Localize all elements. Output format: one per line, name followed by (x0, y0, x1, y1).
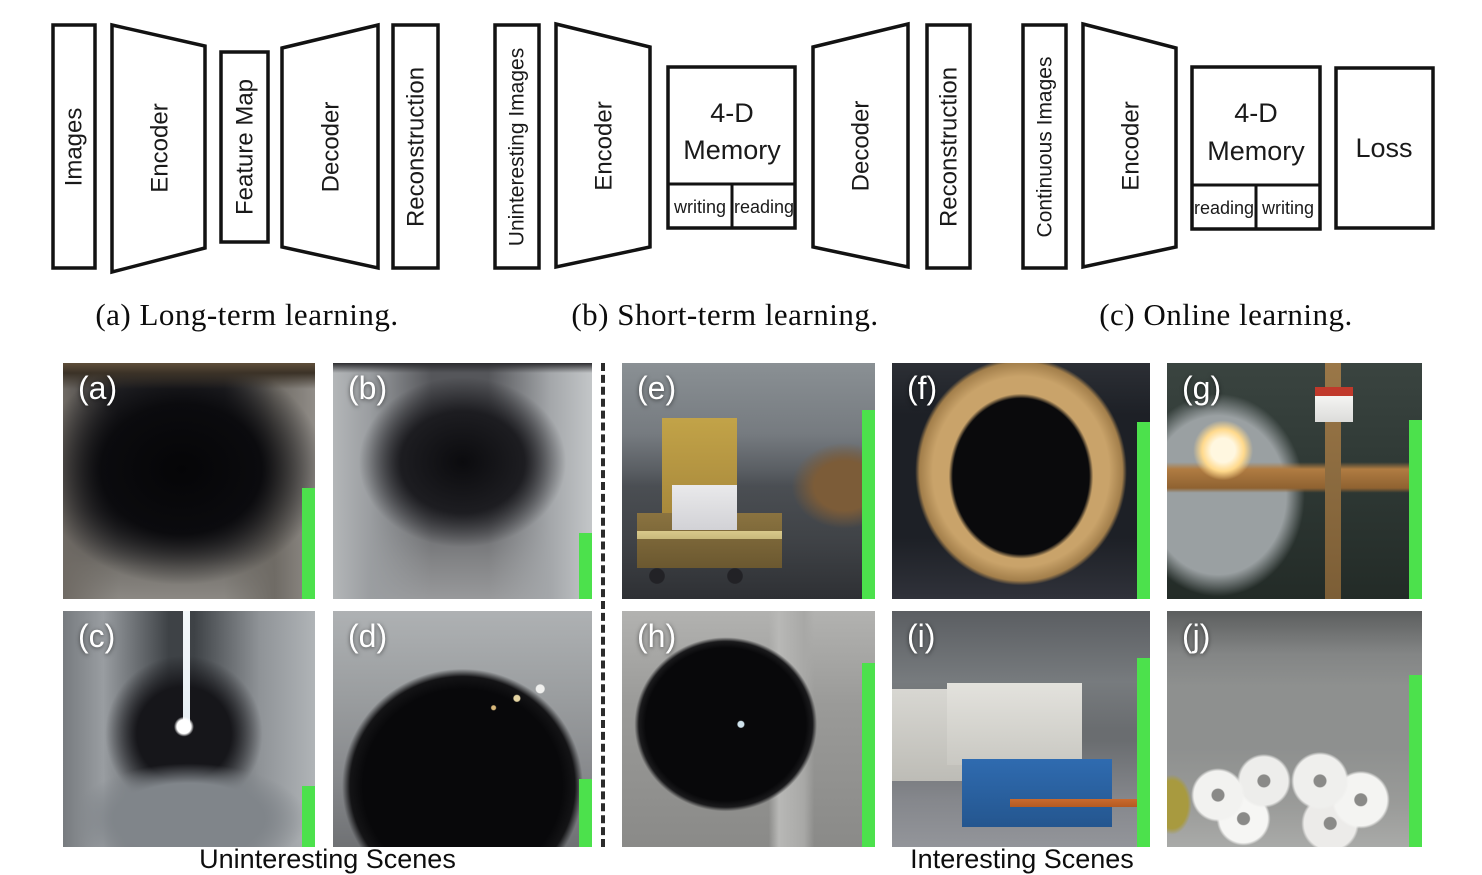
encoder-trapezoid (554, 21, 652, 270)
continuous-images-box (1021, 23, 1068, 270)
interestingness-bar (1409, 674, 1422, 847)
scene-photo-d: (d) (333, 611, 592, 847)
memory-writing-cell: writing (673, 197, 726, 217)
tile-label: (e) (637, 370, 677, 406)
scene-photo-f: (f) (892, 363, 1150, 599)
encoder-trapezoid (110, 22, 207, 275)
scene-photo-g: (g) (1167, 363, 1422, 599)
diagram-online-learning: Continuous Images Encoder 4-D Memory rea… (1021, 21, 1435, 332)
memory-writing-cell: writing (1261, 198, 1314, 218)
scene-photo-a: (a) (63, 363, 315, 599)
memory-reading-cell: reading (734, 197, 794, 217)
scene-photo-i: (i) (892, 611, 1150, 847)
diagram-short-term-learning: Uninteresting Images Encoder 4-D Memory … (493, 21, 972, 332)
uninteresting-images-label: Uninteresting Images (506, 48, 529, 246)
caption-long-term: (a) Long-term learning. (95, 297, 398, 332)
memory-title-line2: Memory (1207, 136, 1305, 166)
memory-title-line1: 4-D (710, 98, 754, 128)
interestingness-bar (302, 785, 315, 847)
uninteresting-scenes-caption: Uninteresting Scenes (199, 844, 456, 874)
reconstruction-box (391, 23, 440, 270)
feature-map-label: Feature Map (232, 79, 259, 215)
tile-label: (i) (907, 618, 936, 654)
decoder-label: Decoder (848, 101, 875, 192)
diagram-long-term-learning: Images Encoder Feature Map Decoder Recon… (51, 22, 440, 332)
images-box (51, 23, 97, 270)
memory-title-line2: Memory (683, 135, 781, 165)
architecture-diagrams: Images Encoder Feature Map Decoder Recon… (51, 21, 1435, 332)
uninteresting-images-box (493, 23, 541, 270)
reconstruction-label: Reconstruction (936, 67, 963, 227)
scene-photo-e: (e) (622, 363, 875, 599)
tile-label: (f) (907, 370, 938, 406)
memory-reading-cell: reading (1194, 198, 1254, 218)
interestingness-bar (1409, 419, 1422, 599)
encoder-label: Encoder (147, 103, 174, 192)
reconstruction-box (925, 23, 972, 270)
scene-photo-h: (h) (622, 611, 875, 847)
interestingness-bar (579, 532, 592, 599)
loss-label: Loss (1355, 133, 1412, 163)
scene-photo-j: (j) (1167, 611, 1422, 847)
interesting-scenes-caption: Interesting Scenes (910, 844, 1134, 874)
tile-label: (j) (1182, 618, 1211, 654)
encoder-label: Encoder (591, 101, 618, 190)
interestingness-bar (1137, 658, 1150, 847)
encoder-label: Encoder (1118, 101, 1145, 190)
interestingness-bar (1137, 422, 1150, 599)
feature-map-box (219, 50, 270, 244)
scene-photo-c: (c) (63, 611, 315, 847)
decoder-trapezoid (811, 21, 910, 270)
reconstruction-label: Reconstruction (403, 67, 430, 227)
group-divider-dashed-line (601, 363, 605, 847)
interestingness-bar (862, 410, 875, 599)
tile-label: (c) (78, 618, 116, 654)
interestingness-bar (302, 488, 315, 599)
tile-label: (g) (1182, 370, 1222, 406)
decoder-trapezoid (280, 22, 380, 271)
caption-short-term: (b) Short-term learning. (571, 297, 878, 332)
tile-label: (a) (78, 370, 118, 406)
memory-title-line1: 4-D (1234, 98, 1278, 128)
tile-label: (d) (348, 618, 388, 654)
images-label: Images (61, 108, 88, 187)
loss-box (1334, 66, 1435, 230)
tile-label: (b) (348, 370, 388, 406)
decoder-label: Decoder (318, 102, 345, 193)
interestingness-bar (579, 778, 592, 847)
encoder-trapezoid (1081, 21, 1178, 270)
continuous-images-label: Continuous Images (1034, 57, 1057, 238)
caption-online: (c) Online learning. (1099, 297, 1353, 332)
tile-label: (h) (637, 618, 677, 654)
interestingness-bar (862, 662, 875, 847)
scene-photo-b: (b) (333, 363, 592, 599)
